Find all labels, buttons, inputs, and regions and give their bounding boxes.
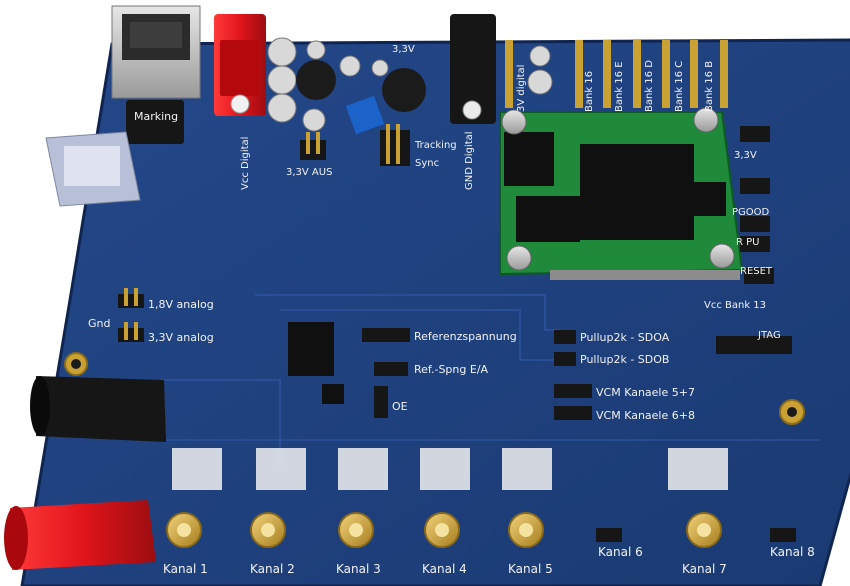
oe-ic (322, 384, 344, 404)
header-tracking-sync (380, 124, 410, 166)
header-33v-aus (300, 132, 326, 160)
pullup-sdoa-label: Pullup2k - SDOA (580, 331, 670, 344)
kanal-3-label: Kanal 3 (336, 562, 381, 576)
pullup-sdob-label: Pullup2k - SDOB (580, 353, 669, 366)
referenzspannung-label: Referenzspannung (414, 330, 517, 343)
bank16c-label: Bank 16 C (674, 61, 685, 112)
vcm-68-label: VCM Kanaele 6+8 (596, 409, 695, 422)
usb-connector (45, 131, 141, 207)
gnd-label: Gnd (88, 317, 110, 330)
vcc-digital-banana (214, 14, 266, 116)
header-kanal-8 (770, 528, 796, 542)
kanal-7-label: Kanal 7 (682, 562, 727, 576)
analog-power-headers (118, 288, 144, 342)
potentiometer (345, 95, 385, 135)
header-kanal-6 (596, 528, 622, 542)
marking-chip: Marking (126, 100, 184, 144)
middle-headers (362, 328, 410, 418)
sma-connectors (166, 448, 796, 548)
oe-label: OE (392, 400, 408, 413)
reset-label: RESET (740, 266, 773, 277)
v33-right-label: 3,3V (734, 150, 757, 161)
v33-top-label: 3,3V (392, 44, 415, 55)
left-red-banana (4, 500, 156, 570)
ref-spng-label: Ref.-Spng E/A (414, 363, 489, 376)
vcc-digital-label: Vcc Digital (240, 137, 251, 190)
bank-headers (505, 40, 728, 108)
fpga-module (499, 107, 744, 280)
gnd-digital-label: GND Digital (464, 131, 475, 190)
bank16b-label: Bank 16 B (704, 61, 715, 112)
sma-kanal-7 (668, 448, 728, 548)
v3-digital-label: 3V digital (516, 65, 527, 112)
kanal-2-label: Kanal 2 (250, 562, 295, 576)
kanal-1-label: Kanal 1 (163, 562, 208, 576)
pullup-vcm-headers (554, 330, 592, 420)
r-pu-label: R PU (736, 237, 759, 248)
sync-label: Sync (415, 158, 439, 169)
sma-kanal-1 (166, 448, 222, 548)
v33-analog-label: 3,3V analog (148, 331, 214, 344)
v18-analog-label: 1,8V analog (148, 298, 214, 311)
marking-label: Marking (134, 110, 178, 123)
jtag-label: JTAG (757, 330, 781, 341)
right-headers (716, 126, 792, 354)
rj45-jack (111, 5, 201, 99)
left-black-banana (30, 376, 166, 442)
sma-kanal-2 (250, 448, 306, 548)
bank16a-label: Bank 16 (584, 71, 595, 112)
capacitor-cluster (267, 37, 426, 132)
vcc-bank13-label: Vcc Bank 13 (704, 300, 766, 311)
kanal-8-label: Kanal 8 (770, 545, 815, 559)
tracking-label: Tracking (414, 140, 457, 151)
kanal-5-label: Kanal 5 (508, 562, 553, 576)
gnd-digital-banana (450, 14, 496, 124)
reference-ic (288, 322, 334, 376)
kanal-4-label: Kanal 4 (422, 562, 467, 576)
sma-kanal-5 (502, 448, 552, 548)
bank16e-label: Bank 16 E (614, 61, 625, 112)
sma-kanal-4 (420, 448, 470, 548)
bank16d-label: Bank 16 D (644, 60, 655, 112)
pgood-label: PGOOD (732, 207, 770, 218)
kanal-6-label: Kanal 6 (598, 545, 643, 559)
vcm-57-label: VCM Kanaele 5+7 (596, 386, 695, 399)
aus-33v-label: 3,3V AUS (286, 167, 332, 178)
sma-kanal-3 (338, 448, 388, 548)
